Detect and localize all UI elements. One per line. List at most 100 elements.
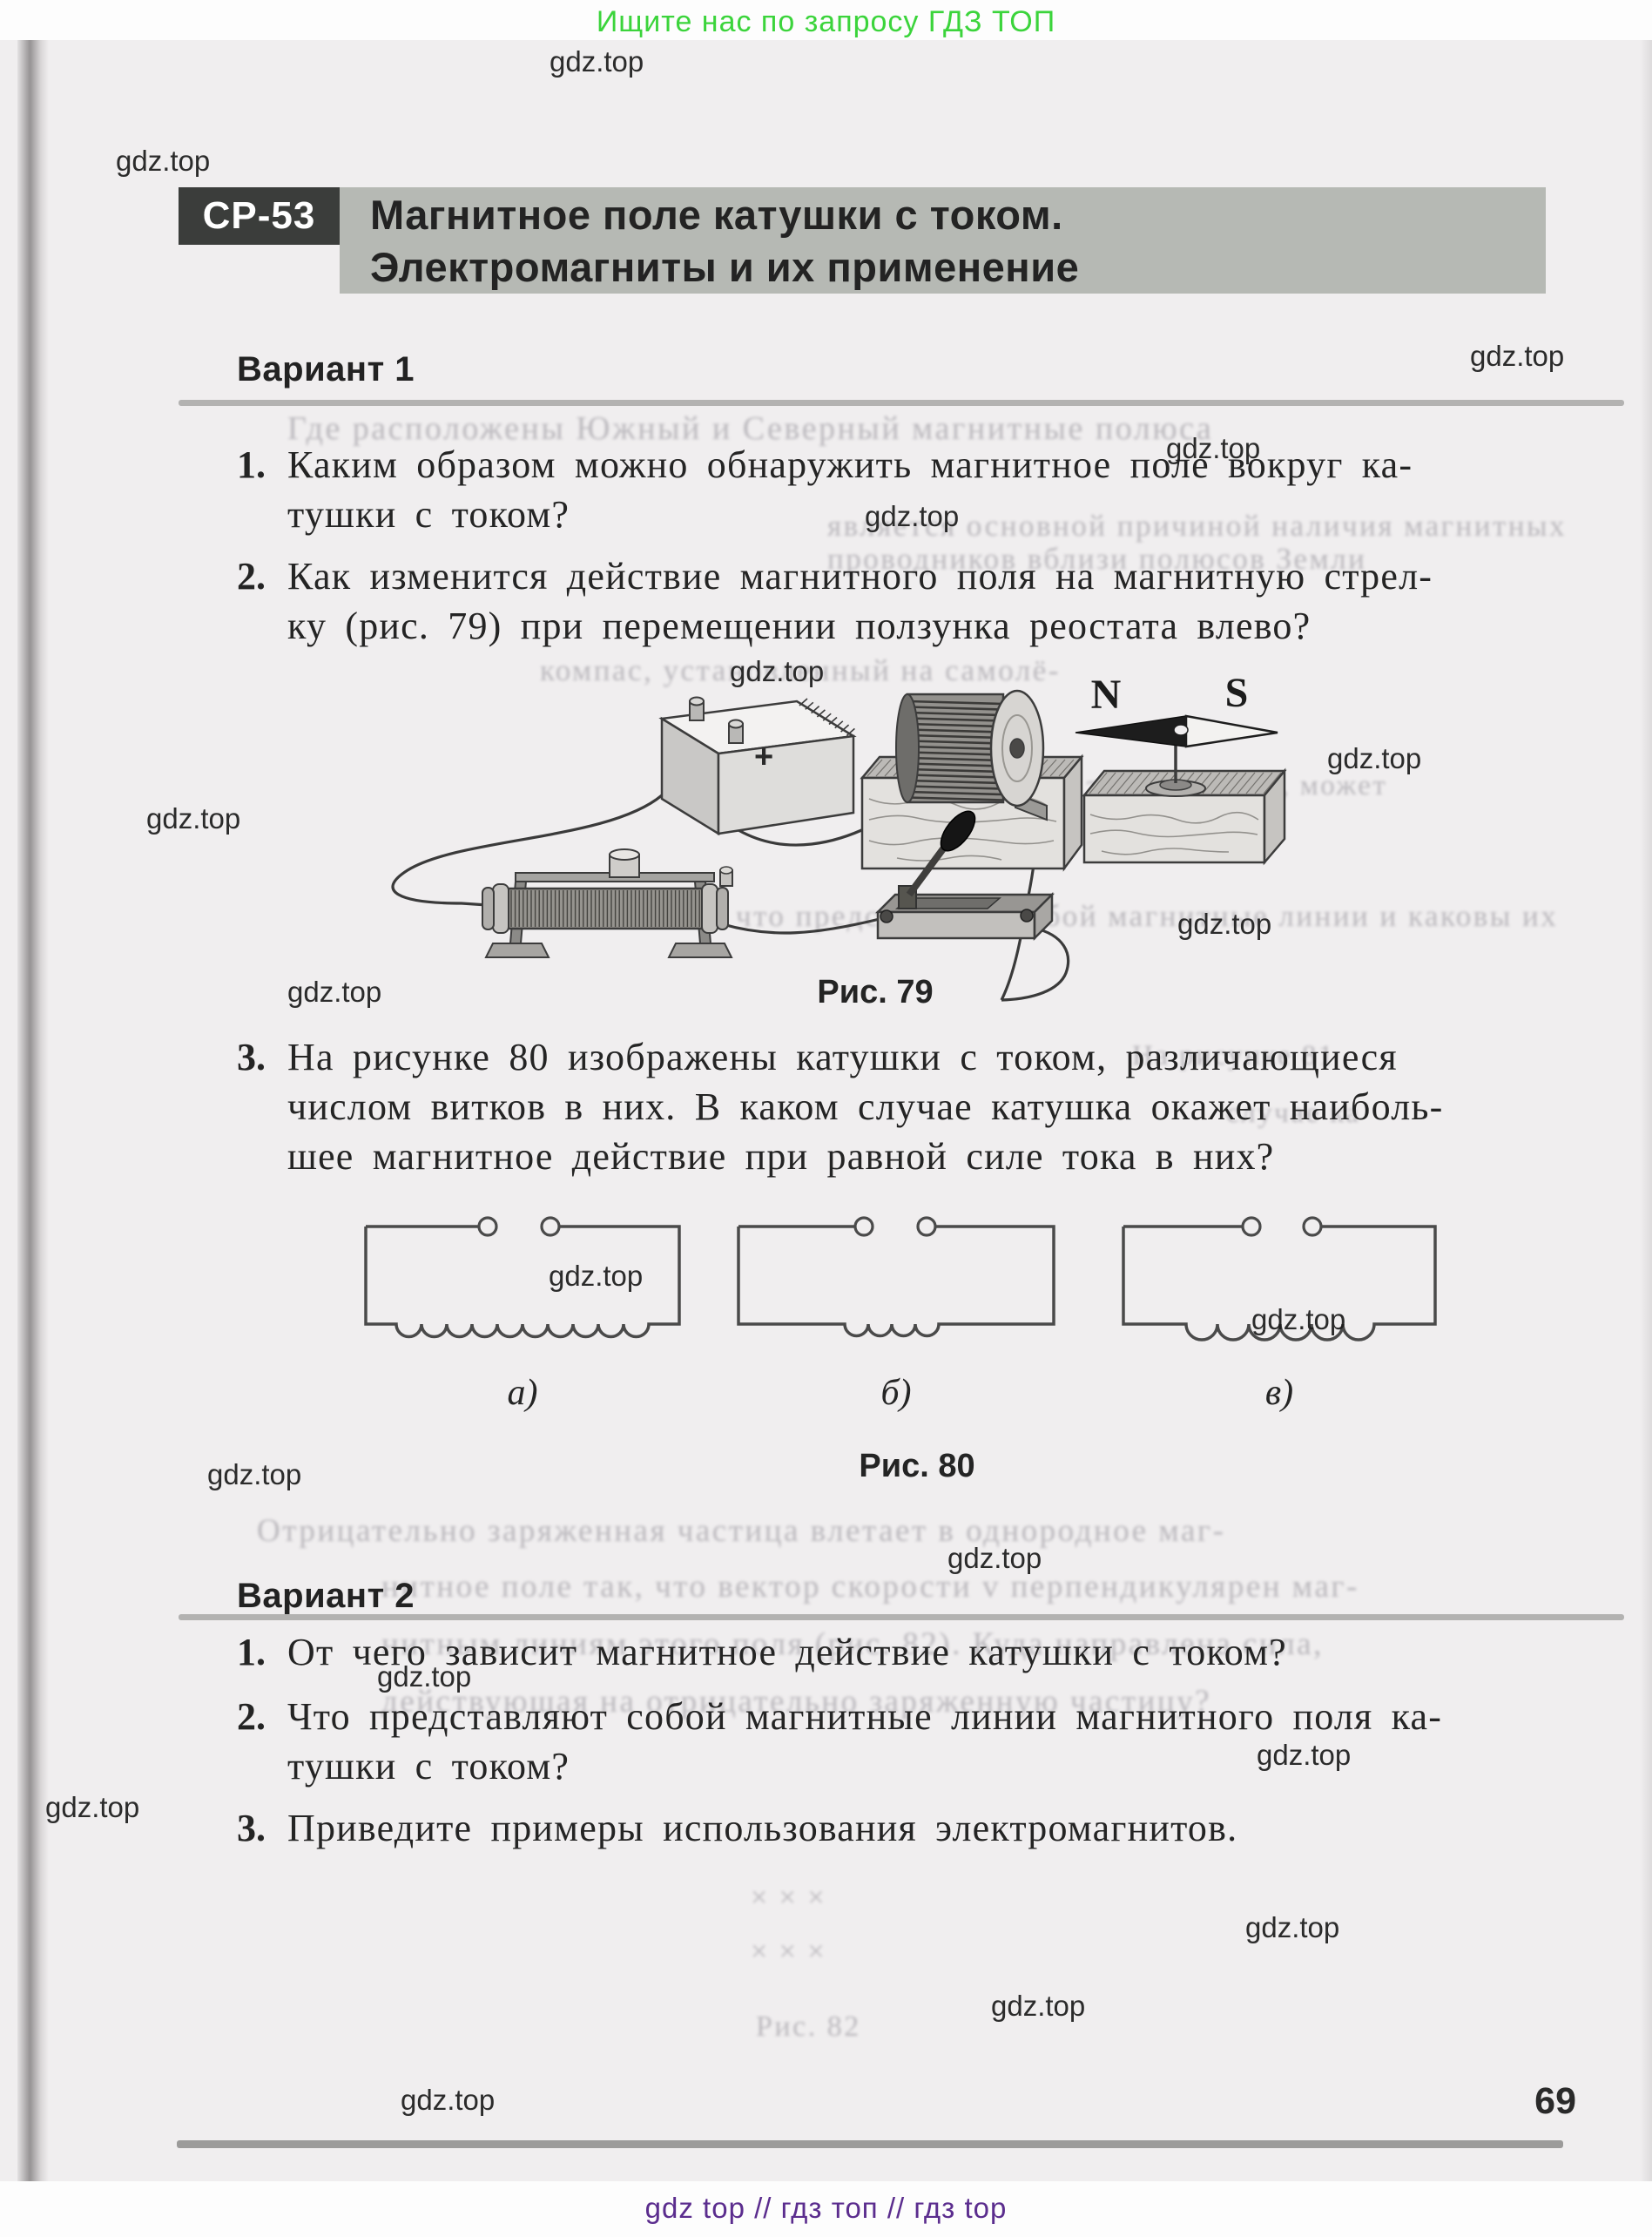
coil-terminal <box>540 1216 561 1237</box>
wire-battery-to-rheostat <box>391 794 664 907</box>
switch-terminal <box>1020 909 1034 923</box>
coil-terminal <box>916 1216 937 1237</box>
wire-switch-to-coil <box>1001 926 1070 1002</box>
figure-80-caption: Рис. 80 <box>859 1448 975 1484</box>
gdz-watermark: gdz.top <box>865 500 960 532</box>
question-text: Каким образом можно обнаружить магнитное… <box>287 443 1413 536</box>
compass-on-stand: N S <box>1075 670 1287 866</box>
question-number: 2. <box>237 1695 266 1738</box>
question: 3. На рисунке 80 изображены катушки с ток… <box>237 1032 1444 1181</box>
coil-flange-ring <box>1001 714 1033 782</box>
battery-terminal <box>689 696 705 721</box>
switch-base-front <box>876 910 1036 940</box>
gdz-watermark: gdz.top <box>377 1660 472 1693</box>
exercise-title-line1: Магнитное поле катушки с током. <box>370 192 1063 238</box>
coil-terminal <box>853 1216 874 1237</box>
compass-label-s: S <box>1225 670 1249 716</box>
bleedthrough-text: является основной причиной наличия магни… <box>827 509 1567 543</box>
divider-line <box>179 1614 1624 1620</box>
question: 3.Приведите примеры использования электр… <box>237 1803 1237 1853</box>
gdz-watermark: gdz.top <box>947 1542 1042 1574</box>
gdz-watermark: gdz.top <box>1470 340 1565 372</box>
coil-variant-label: б) <box>880 1373 911 1413</box>
coil-terminal <box>477 1216 498 1237</box>
gdz-watermark: gdz.top <box>1177 908 1272 940</box>
gdz-watermark: gdz.top <box>550 45 644 78</box>
exercise-title-line2: Электромагниты и их применение <box>370 244 1080 290</box>
question: 1. Каким образом можно обнаружить магнитн… <box>237 440 1413 539</box>
exercise-title-bar: Магнитное поле катушки с током. Электром… <box>340 187 1546 294</box>
battery-terminal <box>728 719 744 744</box>
bleedthrough-text: × × × <box>751 1936 827 1968</box>
gdz-watermark: gdz.top <box>1257 1739 1352 1771</box>
bleedthrough-text: На рисунке 81 <box>1132 1040 1335 1071</box>
book-page-scan <box>0 40 1652 2181</box>
rheostat <box>482 848 733 958</box>
question-text: От чего зависит магнитное действие катуш… <box>287 1631 1287 1673</box>
bleedthrough-text: Рис. 82 <box>756 2011 861 2043</box>
variant1-heading: Вариант 1 <box>237 350 415 389</box>
coil-hub <box>1009 738 1025 759</box>
gdz-watermark: gdz.top <box>1166 432 1261 464</box>
figure-79-circuit-illustration: + <box>391 670 1287 1002</box>
question-number: 1. <box>237 1631 266 1673</box>
compass-needle-south <box>1184 714 1278 748</box>
wire-battery-to-base <box>738 825 870 847</box>
question-text: Приведите примеры использования электром… <box>287 1807 1238 1849</box>
bleedthrough-text: что представляют собой магнитные линии и… <box>736 899 1559 933</box>
switch-key <box>874 810 1055 942</box>
bleedthrough-text: компас, установленный на самолё- <box>540 653 1061 687</box>
wood-base-side <box>1263 767 1286 866</box>
figure-80-coils-diagram: а) б) в) <box>364 1216 1437 1413</box>
exercise-code-badge: СР-53 <box>179 187 340 245</box>
coil-terminal <box>1302 1216 1323 1237</box>
gdz-watermark: gdz.top <box>45 1791 140 1823</box>
compass-label-n: N <box>1091 672 1122 718</box>
gdz-watermark: gdz.top <box>549 1260 644 1292</box>
rheostat-foot <box>484 943 550 958</box>
wood-grain <box>1089 811 1259 855</box>
gdz-watermark: gdz.top <box>730 655 825 687</box>
coil-variant-label: в) <box>1265 1373 1293 1413</box>
wire-rheostat-to-switch <box>722 917 880 935</box>
battery-vent-hatching <box>799 698 855 736</box>
question-text: Что представляют собой магнитные линии м… <box>287 1695 1443 1788</box>
question-number: 1. <box>237 443 266 486</box>
needle-pivot-hole <box>1173 724 1189 736</box>
question: 2. Что представляют собой магнитные линии… <box>237 1692 1442 1791</box>
question-text: На рисунке 80 изображены катушки с током… <box>287 1036 1444 1178</box>
coil-outline <box>1122 1225 1437 1342</box>
battery: + <box>658 696 857 836</box>
coil-winding-texture <box>907 699 1003 801</box>
question: 2.Как изменится действие магнитного поля… <box>237 551 1433 651</box>
gdz-watermark: gdz.top <box>1245 1911 1340 1943</box>
gdz-watermark: gdz.top <box>401 2084 496 2116</box>
switch-handle <box>940 810 976 852</box>
battery-front-face <box>717 734 855 835</box>
bleedthrough-text: × × × <box>751 1882 827 1914</box>
gdz-watermark: gdz.top <box>1327 742 1422 774</box>
switch-base-side <box>1033 891 1054 942</box>
coil-terminal <box>1241 1216 1262 1237</box>
bleedthrough-text: действующая на отрицательно заряженную ч… <box>381 1684 1212 1720</box>
switch-terminal <box>880 909 893 923</box>
gdz-watermark: gdz.top <box>207 1458 302 1490</box>
rheostat-end-cap <box>492 883 509 934</box>
variant2-heading: Вариант 2 <box>237 1577 415 1615</box>
question-text: Как изменится действие магнитного поля н… <box>287 555 1433 647</box>
coil-variant-label: а) <box>508 1373 538 1413</box>
battery-plus-label: + <box>754 739 773 775</box>
rheostat-winding-texture <box>510 890 700 927</box>
gdz-watermark: gdz.top <box>116 145 211 177</box>
gdz-watermark: gdz.top <box>991 1990 1086 2022</box>
bleedthrough-text: нитным линиям этого поля (рис. 82). Куда… <box>381 1626 1324 1662</box>
footer-rule <box>177 2140 1563 2148</box>
rheostat-foot <box>667 943 733 958</box>
wood-base-side <box>1062 754 1083 872</box>
rheostat-winding-body <box>505 887 705 930</box>
rheostat-end-cap <box>701 883 718 934</box>
question: 1. От чего зависит магнитное действие кат… <box>237 1627 1287 1677</box>
compass-needle-north <box>1075 715 1187 747</box>
question-number: 3. <box>237 1036 266 1078</box>
